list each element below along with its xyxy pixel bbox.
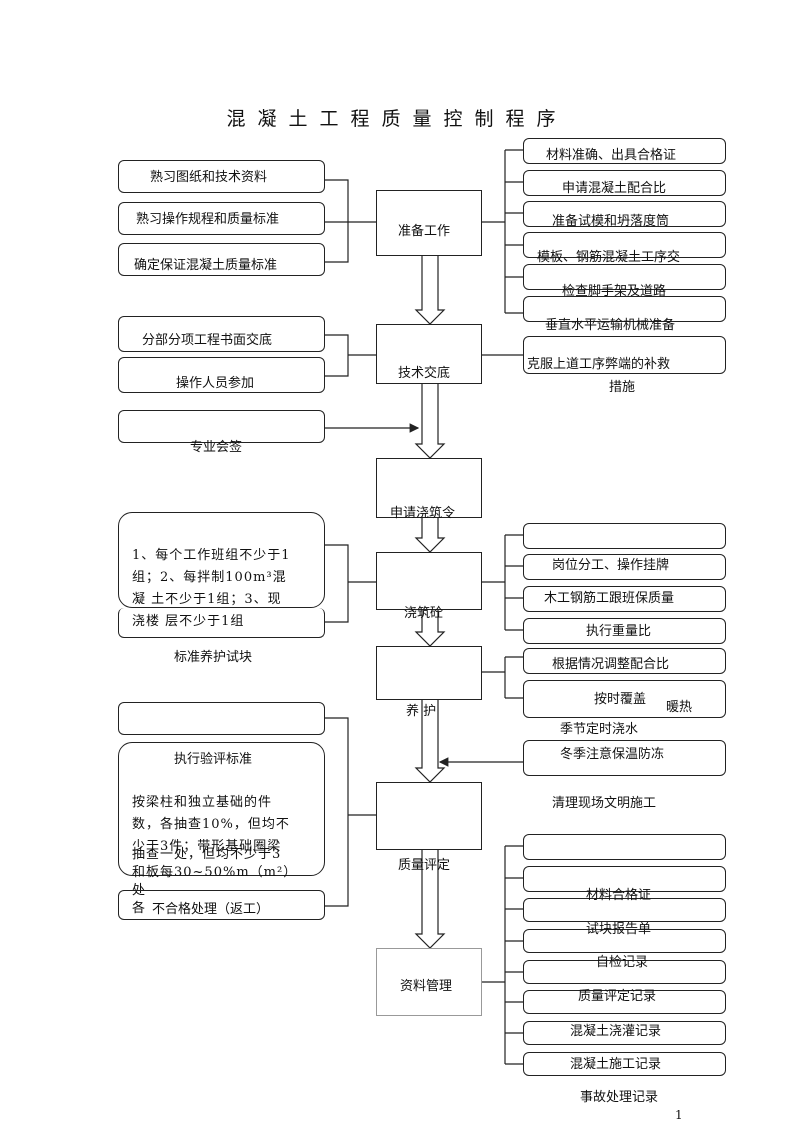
right-cure-label-2: 按时覆盖 <box>594 692 647 707</box>
left-pour-bottom-box <box>118 608 325 638</box>
right-cure-label-5: 冬季注意保温防冻 <box>560 747 665 762</box>
right-docs-label-5: 混凝土浇灌记录 <box>570 1024 662 1039</box>
right-docs-box-6 <box>523 990 726 1014</box>
right-prep-label-5: 检查脚手架及道路 <box>562 284 667 299</box>
left-eval-last-label: 不合格处理（返工） <box>152 902 270 917</box>
eval-text-line-2: 数，各抽查10%，但均不 <box>132 817 290 832</box>
right-docs-label-3: 自检记录 <box>596 955 649 970</box>
eval-overlap-line-4: 各 <box>132 901 147 916</box>
stage-tech-label: 技术交底 <box>398 366 451 381</box>
left-prep-box-2 <box>118 202 325 235</box>
left-eval-title: 执行验评标准 <box>174 752 253 767</box>
right-tech-label-1: 克服上道工序弊端的补救 <box>527 357 671 372</box>
right-docs-box-4 <box>523 929 726 953</box>
stage-pour <box>376 552 482 610</box>
right-pour-box-3 <box>523 586 726 612</box>
right-prep-label-6: 垂直水平运输机械准备 <box>545 318 676 333</box>
eval-overlap-line-2: 和板每30~50%m（m²） <box>132 865 298 880</box>
left-eval-overlap-text: 抽查一处，但均不少于3 和板每30~50%m（m²） 处 各 <box>132 846 322 918</box>
right-prep-box-6 <box>523 296 726 322</box>
right-docs-label-4: 质量评定记录 <box>578 989 657 1004</box>
right-docs-box-7 <box>523 1021 726 1045</box>
hollow-arrow-2 <box>414 384 446 459</box>
stage-eval-label: 质量评定 <box>398 858 451 873</box>
left-eval-box <box>118 742 325 876</box>
right-docs-box-3 <box>523 898 726 922</box>
stage-apply <box>376 458 482 518</box>
right-prep-label-3: 准备试模和坍落度筒 <box>552 214 670 229</box>
pour-text-line-2: 组；2、每拌制100m³混 <box>132 570 287 585</box>
stage-pour-label: 浇筑砼 <box>404 606 444 621</box>
right-prep-label-4: 模板、钢筋混凝土工序交 <box>537 250 681 265</box>
left-eval-top-box <box>118 702 325 735</box>
right-prep-label-1: 材料准确、出具合格证 <box>546 148 677 163</box>
pour-text-line-1: 1、每个工作班组不少于1 <box>132 548 291 563</box>
stage-apply-label: 申请浇筑令 <box>390 506 456 521</box>
left-prep-box-3 <box>118 243 325 276</box>
stage-tech <box>376 324 482 384</box>
left-tech-box-1 <box>118 316 325 352</box>
left-sign-label: 专业会签 <box>190 440 243 455</box>
right-pour-box-4 <box>523 618 726 644</box>
left-pour-box <box>118 512 325 608</box>
right-prep-box-5 <box>523 264 726 290</box>
stage-docs <box>376 948 482 1016</box>
right-docs-box-5 <box>523 960 726 984</box>
pour-text-line-3: 凝 土不少于1组；3、现 <box>132 592 282 607</box>
left-prep-box-1 <box>118 160 325 193</box>
left-pour-text: 1、每个工作班组不少于1 组；2、每拌制100m³混 凝 土不少于1组；3、现 … <box>132 545 322 633</box>
left-eval-bottom-box <box>118 890 325 920</box>
page-number: 1 <box>675 1108 683 1122</box>
right-pour-label-2: 木工钢筋工跟班保质量 <box>544 591 675 606</box>
right-prep-box-2 <box>523 170 726 196</box>
right-pour-label-1: 岗位分工、操作挂牌 <box>552 558 670 573</box>
eval-text-line-1: 按梁柱和独立基础的件 <box>132 795 273 810</box>
right-docs-label-6: 混凝土施工记录 <box>570 1057 662 1072</box>
right-cure-label-1: 根据情况调整配合比 <box>552 657 670 672</box>
left-tech-label-2: 操作人员参加 <box>176 376 255 391</box>
right-prep-label-2: 申请混凝土配合比 <box>562 181 667 196</box>
stage-cure-label: 养 护 <box>406 704 437 719</box>
eval-text-line-3: 少于3件；带形基础圈梁 <box>132 839 282 854</box>
right-docs-label-7: 事故处理记录 <box>580 1090 659 1105</box>
stage-docs-label: 资料管理 <box>400 979 453 994</box>
right-pour-box-1 <box>523 523 726 549</box>
left-eval-text: 按梁柱和独立基础的件 数，各抽查10%，但均不 少于3件；带形基础圈梁 <box>132 792 322 858</box>
right-prep-box-3 <box>523 201 726 227</box>
right-tech-box <box>523 336 726 374</box>
right-cure-label-4: 季节定时浇水 <box>560 722 639 737</box>
hollow-arrow-3 <box>414 518 446 553</box>
eval-overlap-line-1: 抽查一处，但均不少于3 <box>132 847 282 862</box>
right-cure-box-2 <box>523 680 726 718</box>
right-cure-box-1 <box>523 648 726 674</box>
right-cure-box-3 <box>523 740 726 776</box>
left-prep-label-1: 熟习图纸和技术资料 <box>150 170 268 185</box>
left-tech-box-2 <box>118 357 325 393</box>
right-docs-label-1: 材料合格证 <box>586 888 652 903</box>
right-docs-box-8 <box>523 1052 726 1076</box>
right-pour-label-3: 执行重量比 <box>586 624 652 639</box>
left-prep-label-2: 熟习操作规程和质量标准 <box>136 212 280 227</box>
stage-eval <box>376 782 482 850</box>
left-sign-box <box>118 410 325 443</box>
left-tech-label-1: 分部分项工程书面交底 <box>142 333 273 348</box>
right-prep-box-4 <box>523 232 726 258</box>
pour-text-line-4: 浇楼 层不少于1组 <box>132 614 245 629</box>
right-docs-box-1 <box>523 834 726 860</box>
right-clean-label: 清理现场文明施工 <box>552 796 657 811</box>
left-pour-caption: 标准养护试块 <box>174 650 253 665</box>
right-pour-box-2 <box>523 554 726 580</box>
hollow-arrow-1 <box>414 256 446 325</box>
right-docs-label-2: 试块报告单 <box>586 922 652 937</box>
stage-prep <box>376 190 482 256</box>
stage-prep-label: 准备工作 <box>398 224 451 239</box>
page-title: 混凝土工程质量控制程序 <box>226 108 568 130</box>
stage-cure <box>376 646 482 700</box>
right-cure-label-3: 暖热 <box>666 700 693 715</box>
left-prep-label-3: 确定保证混凝土质量标准 <box>134 258 278 273</box>
right-prep-box-1 <box>523 138 726 164</box>
right-docs-box-2 <box>523 866 726 892</box>
right-tech-label-2: 措施 <box>609 380 636 395</box>
